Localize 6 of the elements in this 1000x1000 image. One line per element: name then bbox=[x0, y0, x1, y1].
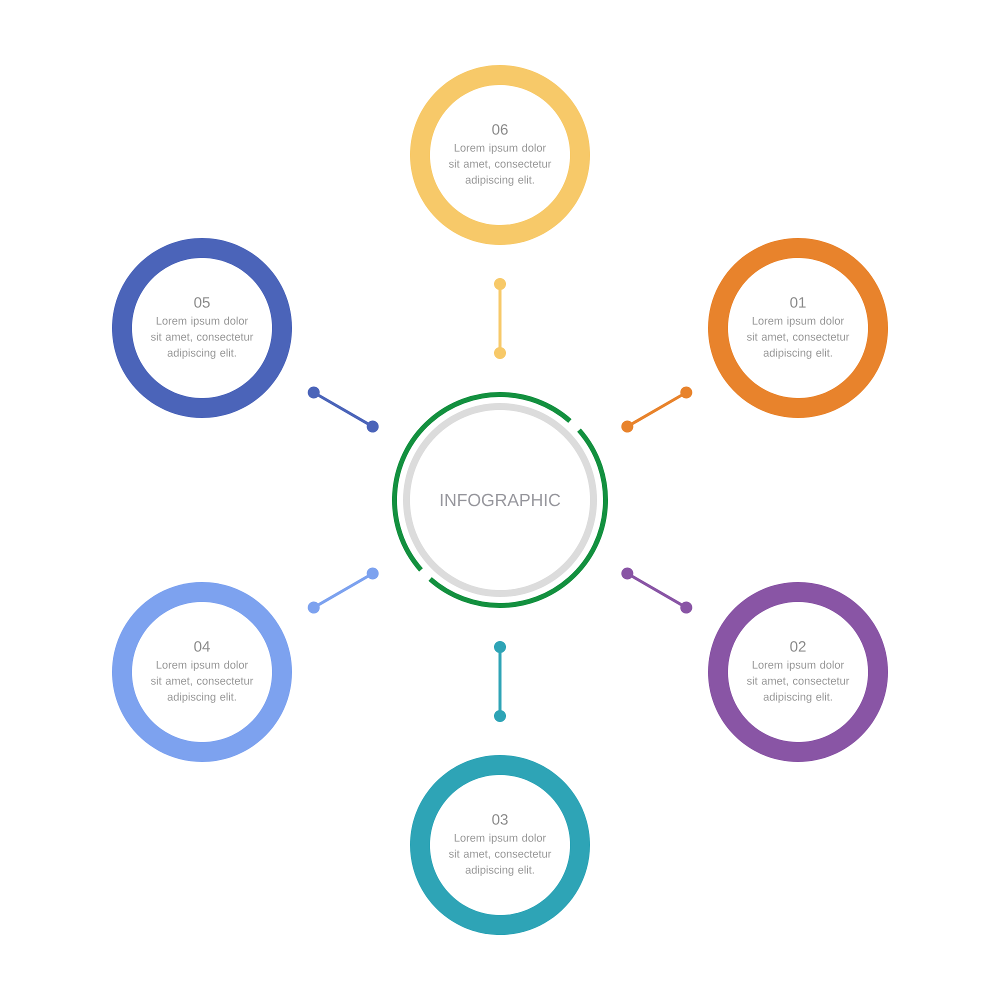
connector bbox=[621, 567, 692, 614]
connector bbox=[494, 278, 506, 359]
connector bbox=[494, 641, 506, 722]
connector bbox=[308, 386, 379, 433]
connector bbox=[621, 386, 692, 433]
connector bbox=[308, 567, 379, 614]
